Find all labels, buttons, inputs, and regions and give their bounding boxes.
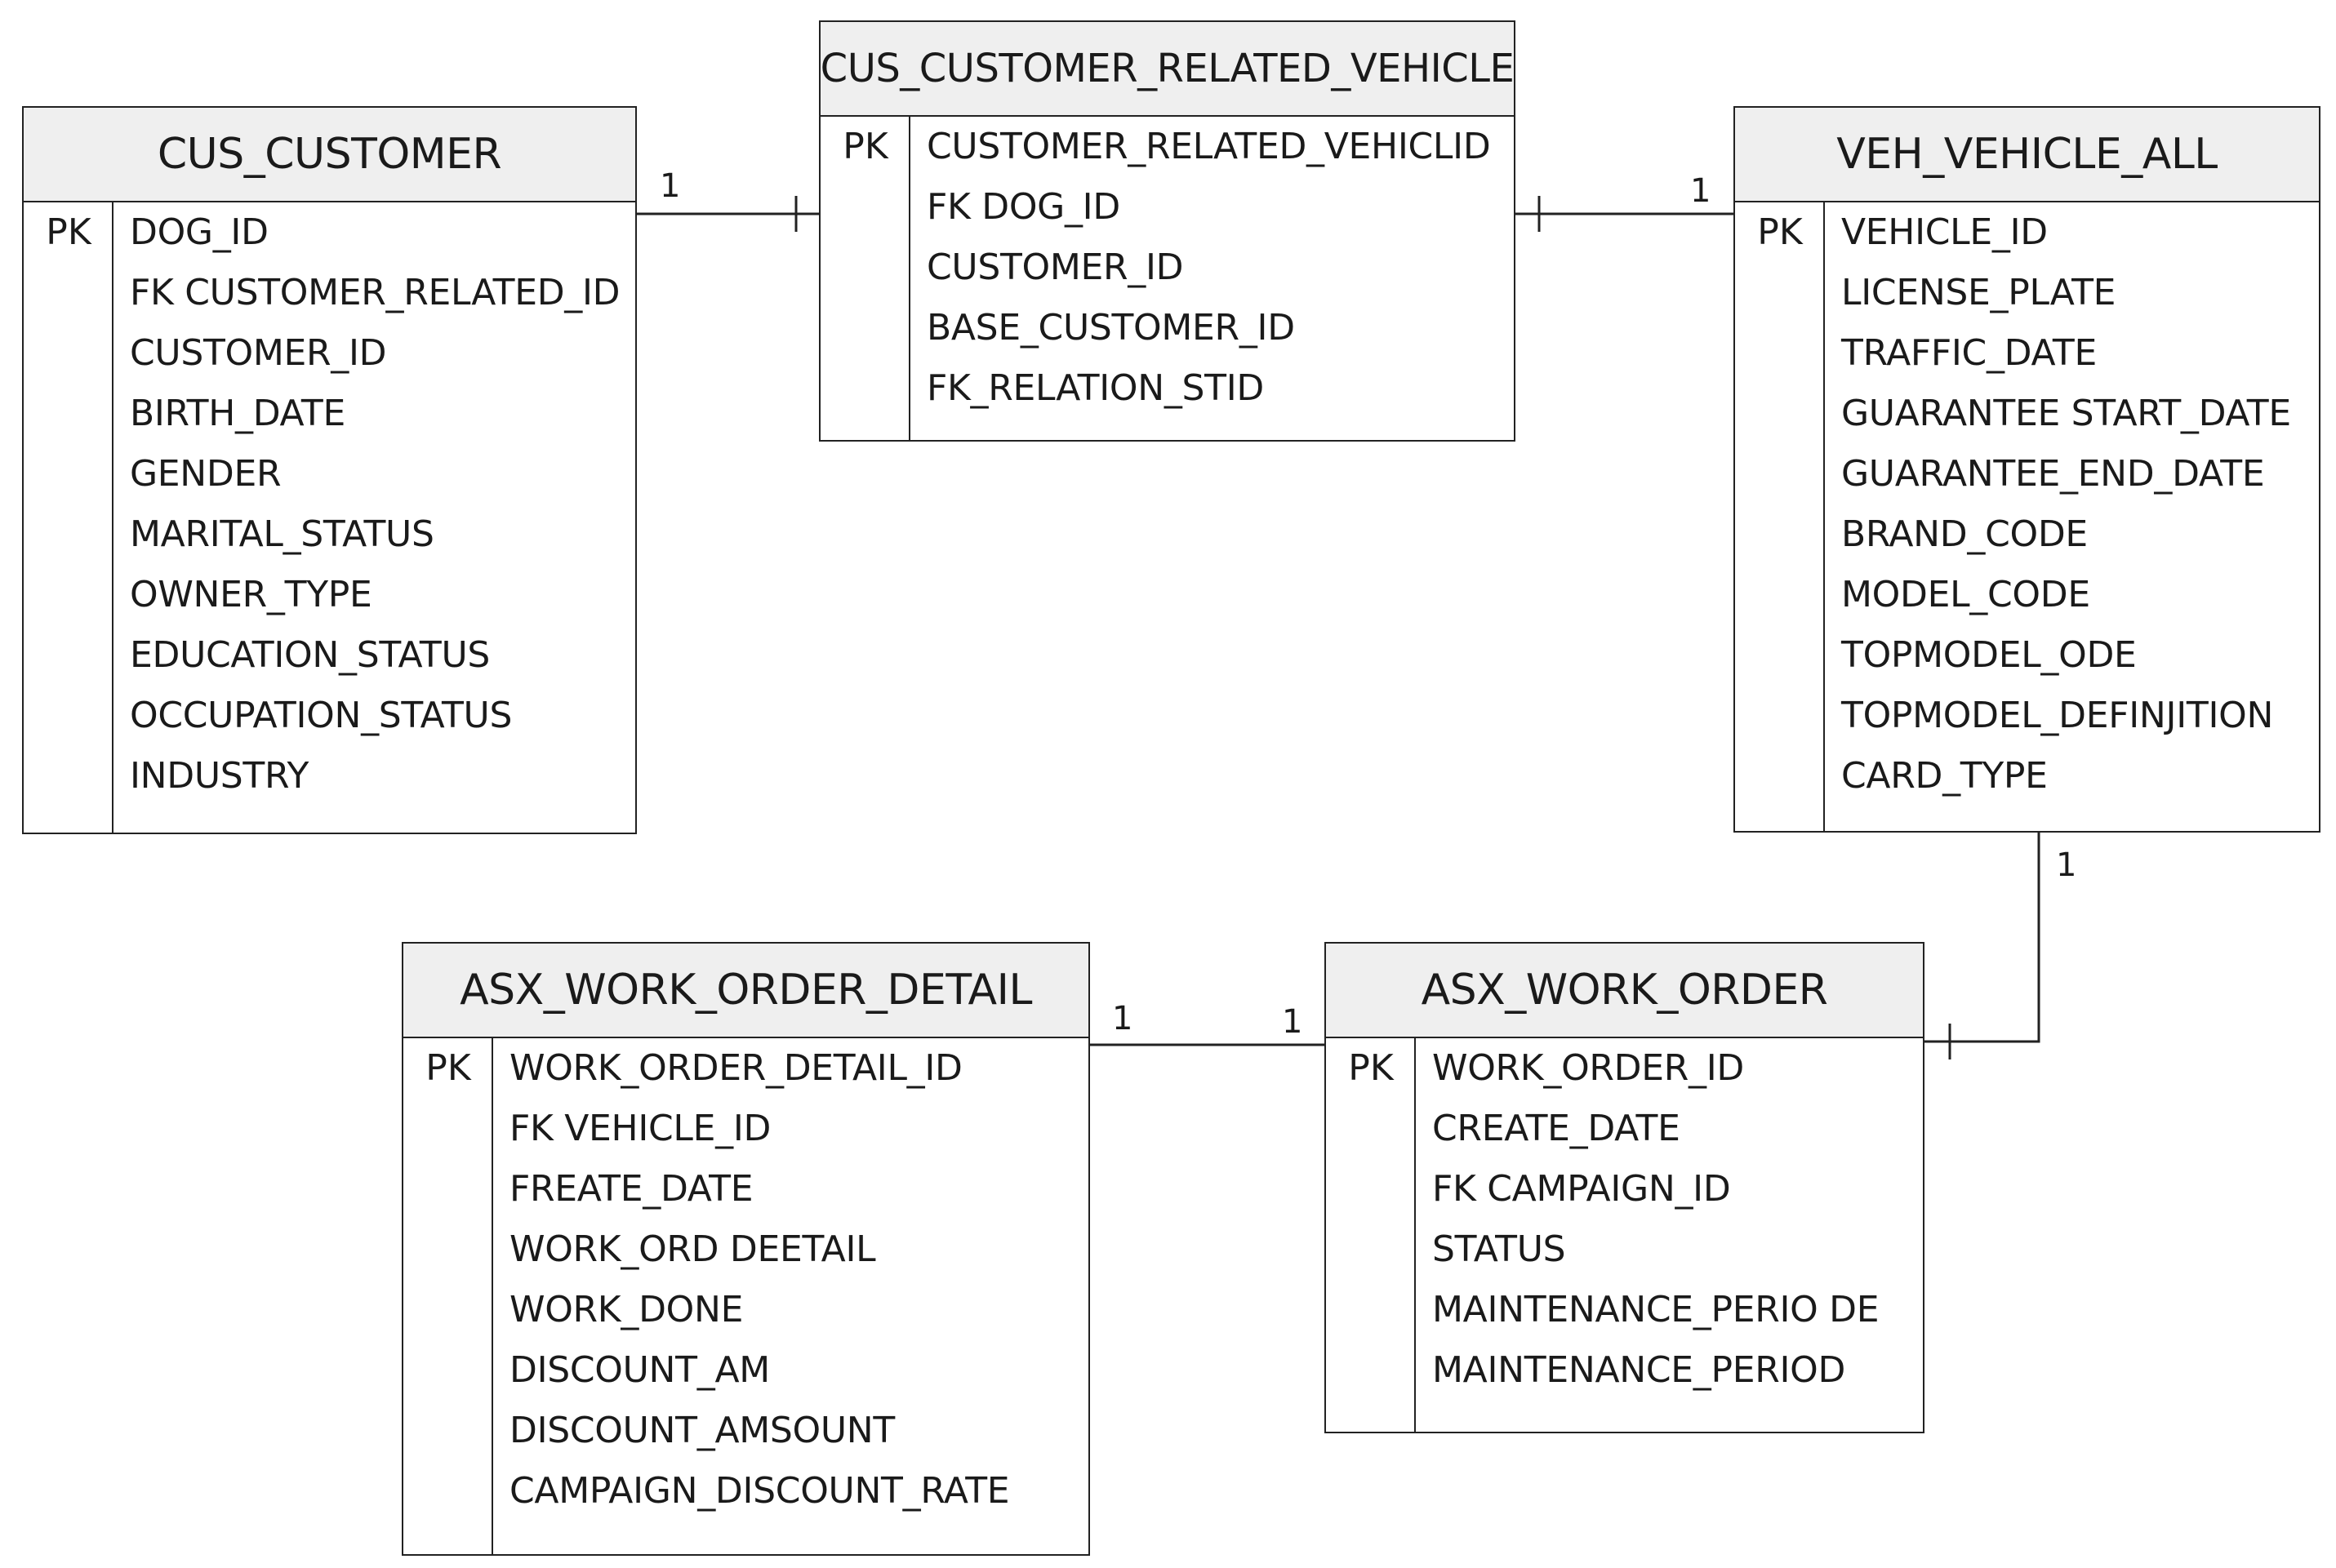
key-column [24, 202, 113, 833]
key-column [403, 1038, 493, 1554]
field: GENDER [130, 453, 282, 495]
field: CAMPAIGN_DISCOUNT_RATE [509, 1470, 1010, 1512]
field: TOPMODEL_DEFINJITION [1841, 695, 2274, 736]
field: GUARANTEE START_DATE [1841, 393, 2291, 434]
field: CARD_TYPE [1841, 755, 2048, 797]
field: MODEL_CODE [1841, 574, 2090, 615]
field: CREATE_DATE [1432, 1108, 1680, 1149]
pk-label: PK [46, 211, 91, 253]
cardinality-label: 1 [1282, 1003, 1303, 1041]
entity-cus-customer-related-vehicle: CUS_CUSTOMER_RELATED_VEHICLE PK CUSTOMER… [819, 20, 1515, 442]
field: CUSTOMER_ID [927, 247, 1184, 288]
field-list: DOG_ID FK CUSTOMER_RELATED_ID CUSTOMER_I… [113, 202, 635, 806]
field: LICENSE_PLATE [1841, 272, 2116, 313]
field-list: VEHICLE_ID LICENSE_PLATE TRAFFIC_DATE GU… [1825, 202, 2319, 806]
rel-line-vehicle-workorder [1924, 833, 2040, 1043]
entity-asx-work-order: ASX_WORK_ORDER PK WORK_ORDER_ID CREATE_D… [1324, 942, 1924, 1433]
entity-title: VEH_VEHICLE_ALL [1735, 108, 2319, 202]
cardinality-label: 1 [2056, 846, 2077, 884]
pk-label: PK [425, 1047, 471, 1089]
field: VEHICLE_ID [1841, 211, 2048, 253]
field: INDUSTRY [130, 755, 309, 797]
field: WORK_ORD DEETAIL [509, 1228, 876, 1270]
field: FK DOG_ID [927, 186, 1120, 228]
entity-title: ASX_WORK_ORDER_DETAIL [403, 944, 1088, 1038]
field: FK CUSTOMER_RELATED_ID [130, 272, 621, 313]
field: DISCOUNT_AM [509, 1349, 770, 1391]
field: MARITAL_STATUS [130, 513, 434, 555]
key-column [821, 117, 910, 440]
field: WORK_ORDER_DETAIL_ID [509, 1047, 963, 1089]
field: MAINTENANCE_PERIOD [1432, 1349, 1846, 1391]
pk-label: PK [1757, 211, 1803, 253]
pk-label: PK [1348, 1047, 1394, 1089]
field: DISCOUNT_AMSOUNT [509, 1410, 895, 1451]
field: OWNER_TYPE [130, 574, 372, 615]
field: TOPMODEL_ODE [1841, 634, 2137, 676]
field-list: WORK_ORDER_ID CREATE_DATE FK CAMPAIGN_ID… [1416, 1038, 1923, 1401]
field: WORK_DONE [509, 1289, 744, 1330]
field: FK_RELATION_STID [927, 367, 1265, 409]
field: OCCUPATION_STATUS [130, 695, 513, 736]
cardinality-label: 1 [1112, 1000, 1133, 1037]
field: WORK_ORDER_ID [1432, 1047, 1744, 1089]
field: FK VEHICLE_ID [509, 1108, 772, 1149]
entity-cus-customer: CUS_CUSTOMER PK DOG_ID FK CUSTOMER_RELAT… [22, 106, 637, 834]
field: CUSTOMER_ID [130, 332, 387, 374]
field: CUSTOMER_RELATED_VEHICLID [927, 126, 1491, 167]
field: BRAND_CODE [1841, 513, 2088, 555]
field-list: WORK_ORDER_DETAIL_ID FK VEHICLE_ID FREAT… [493, 1038, 1088, 1521]
entity-title: ASX_WORK_ORDER [1326, 944, 1923, 1038]
entity-title: CUS_CUSTOMER [24, 108, 635, 202]
field: DOG_ID [130, 211, 269, 253]
field: FREATE_DATE [509, 1168, 754, 1210]
field: FK CAMPAIGN_ID [1432, 1168, 1731, 1210]
key-column [1326, 1038, 1416, 1432]
key-column [1735, 202, 1825, 831]
field: GUARANTEE_END_DATE [1841, 453, 2265, 495]
pk-label: PK [843, 126, 888, 167]
field: TRAFFIC_DATE [1841, 332, 2097, 374]
entity-veh-vehicle-all: VEH_VEHICLE_ALL PK VEHICLE_ID LICENSE_PL… [1733, 106, 2320, 833]
field-list: CUSTOMER_RELATED_VEHICLID FK DOG_ID CUST… [910, 117, 1514, 419]
cardinality-label: 1 [1690, 172, 1711, 210]
cardinality-label: 1 [660, 167, 681, 205]
entity-title: CUS_CUSTOMER_RELATED_VEHICLE [821, 22, 1515, 117]
field: MAINTENANCE_PERIO DE [1432, 1289, 1880, 1330]
field: BIRTH_DATE [130, 393, 345, 434]
field: BASE_CUSTOMER_ID [927, 307, 1295, 349]
entity-asx-work-order-detail: ASX_WORK_ORDER_DETAIL PK WORK_ORDER_DETA… [402, 942, 1090, 1556]
field: STATUS [1432, 1228, 1566, 1270]
field: EDUCATION_STATUS [130, 634, 490, 676]
